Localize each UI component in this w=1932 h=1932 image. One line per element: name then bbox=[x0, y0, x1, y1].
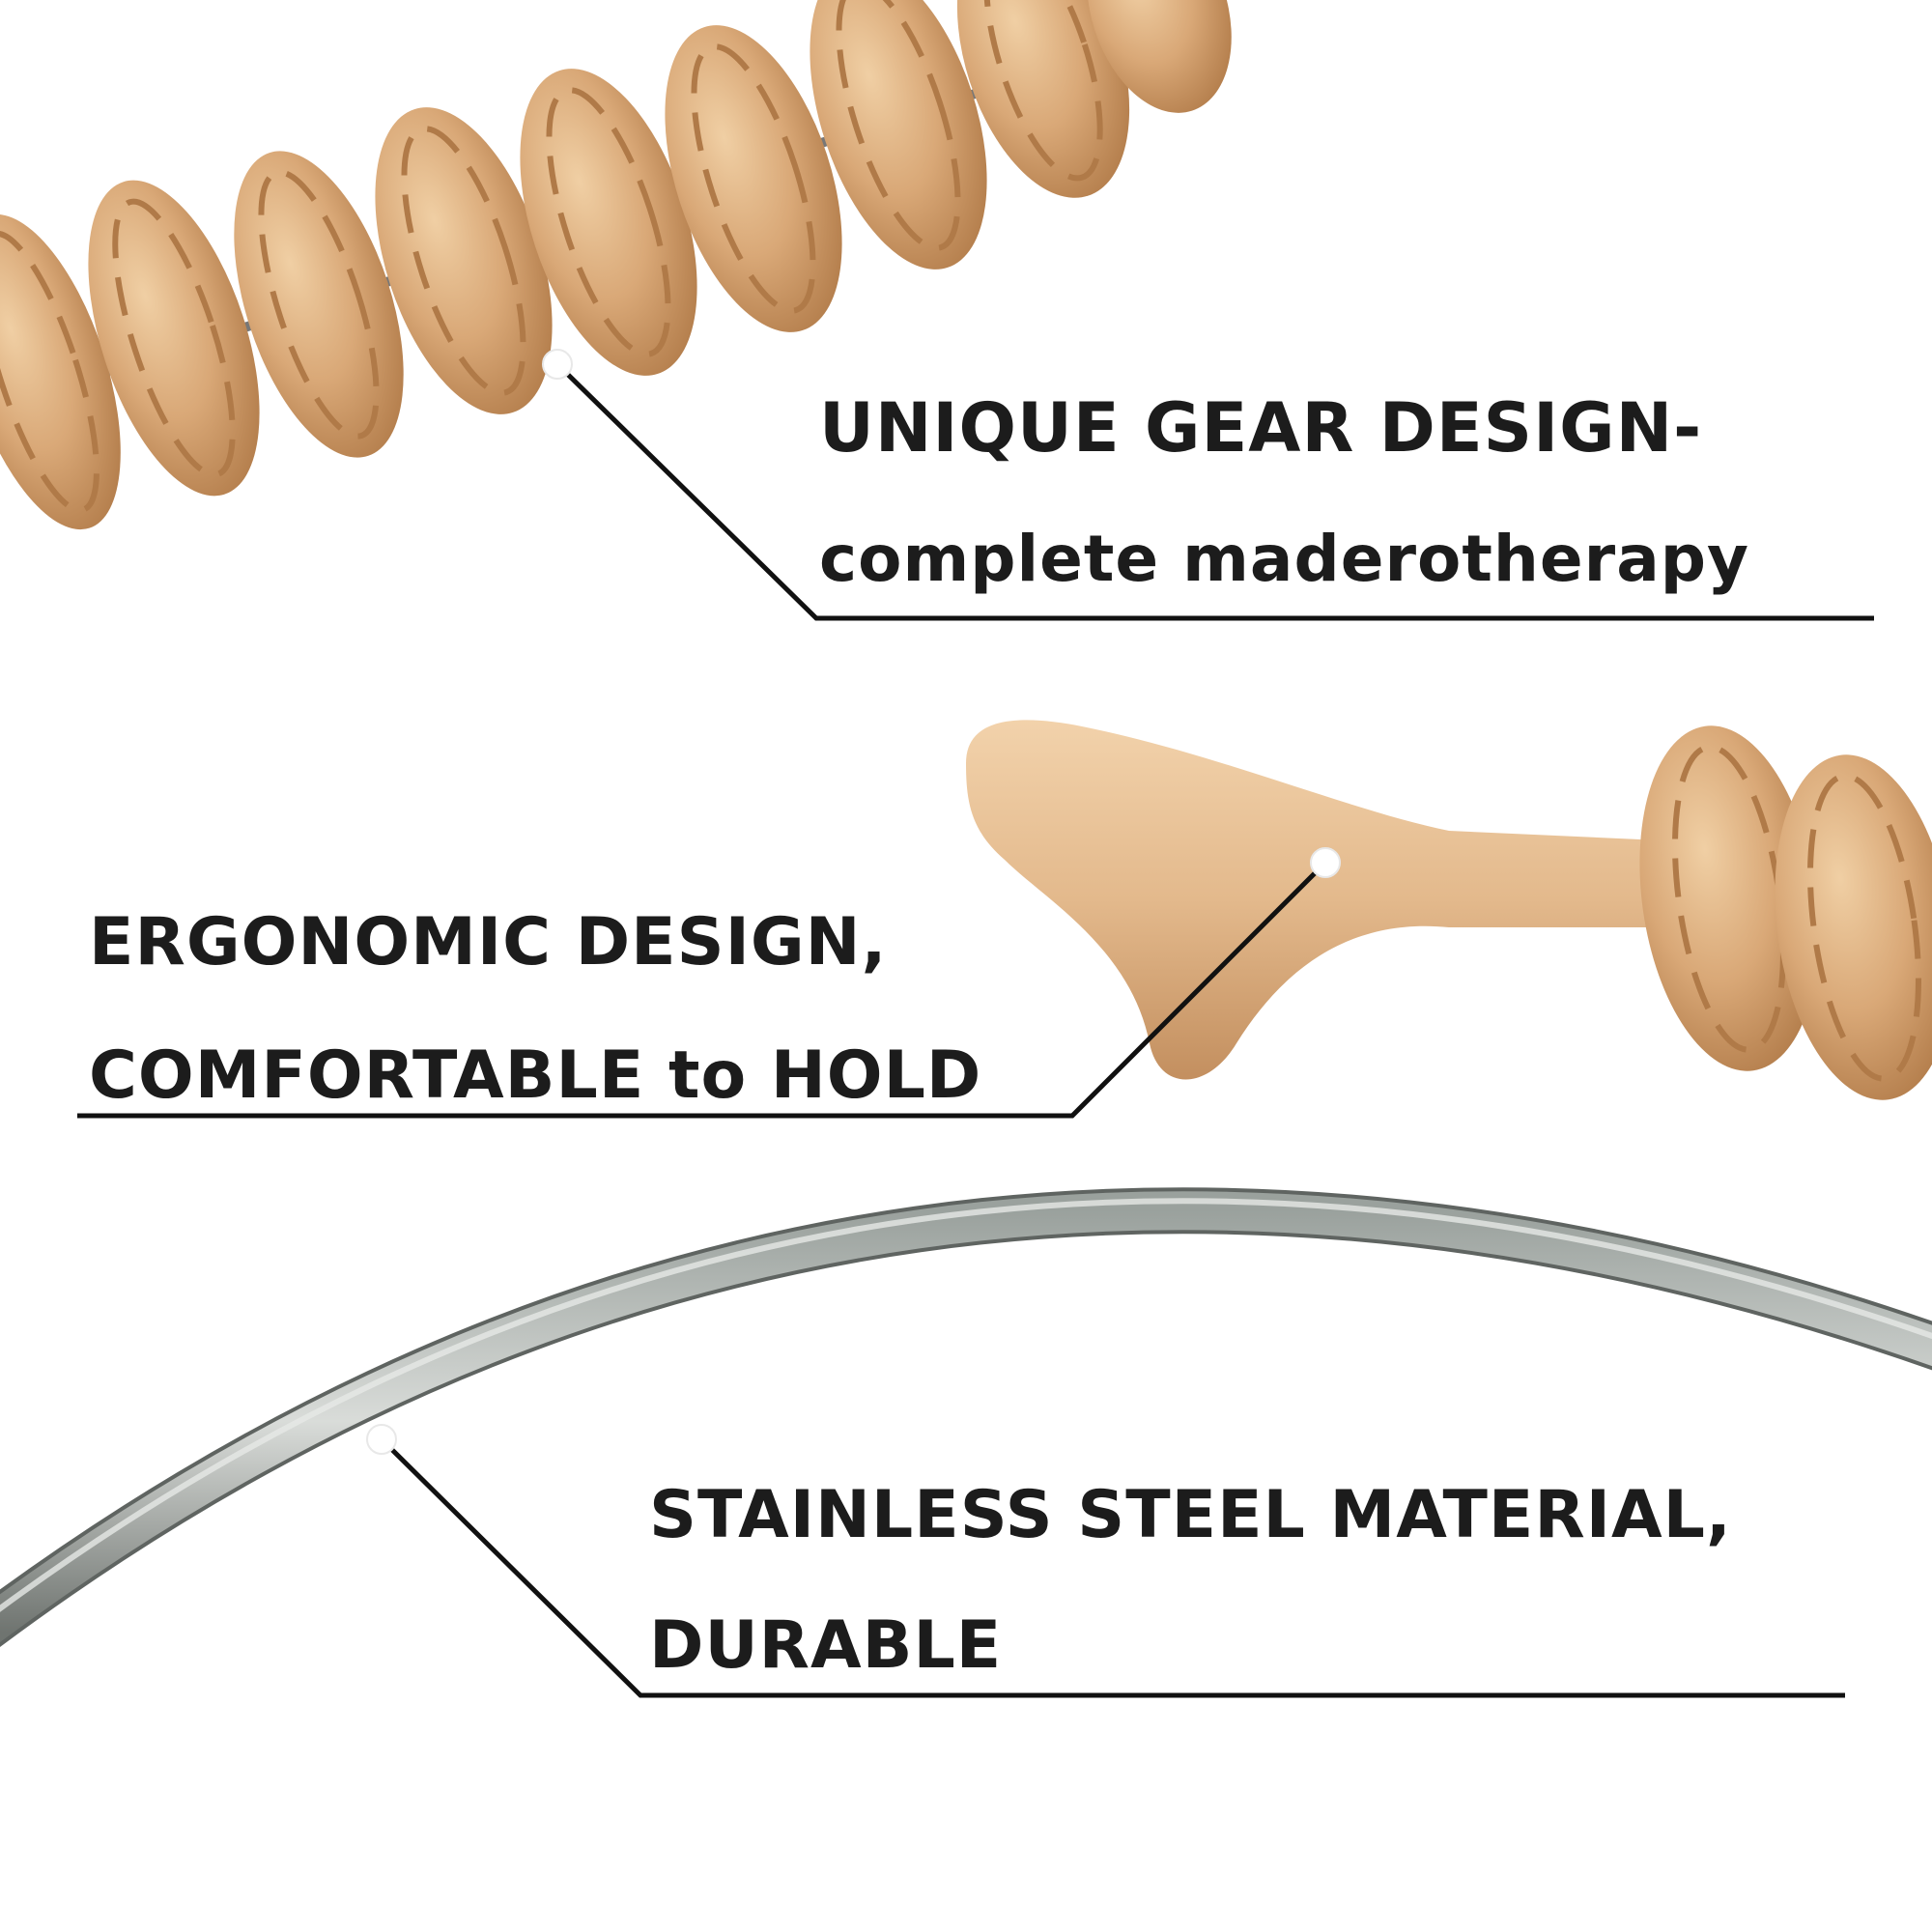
gear-bead bbox=[375, 107, 553, 414]
steel-marker-dot bbox=[366, 1424, 397, 1455]
gear-callout-title: UNIQUE GEAR DESIGN- bbox=[819, 388, 1703, 468]
gear-bead bbox=[810, 0, 987, 270]
gear-callout-leader bbox=[542, 349, 1874, 621]
steel-callout-title: STAINLESS STEEL MATERIAL, bbox=[649, 1477, 1732, 1553]
gear-bead bbox=[520, 69, 697, 376]
steel-callout-leader bbox=[366, 1424, 1845, 1698]
handle-callout-title: ERGONOMIC DESIGN, bbox=[89, 904, 888, 980]
wooden-handle bbox=[966, 720, 1932, 1100]
gear-bead bbox=[88, 180, 260, 497]
handle-callout-leader bbox=[77, 847, 1341, 1119]
gear-callout-subtitle: complete maderotherapy bbox=[819, 522, 1750, 596]
gear-marker-dot bbox=[542, 349, 573, 380]
gear-bead bbox=[1087, 0, 1232, 113]
handle-callout-subtitle: COMFORTABLE to HOLD bbox=[89, 1037, 982, 1114]
handle-marker-dot bbox=[1310, 847, 1341, 878]
steel-callout-subtitle: DURABLE bbox=[649, 1607, 1003, 1684]
gear-bead bbox=[665, 25, 842, 332]
gear-bead bbox=[956, 0, 1130, 198]
wooden-gear-roller bbox=[0, 0, 1232, 530]
gear-bead bbox=[1775, 754, 1932, 1100]
steel-rod bbox=[0, 1187, 1932, 1648]
gear-bead bbox=[234, 151, 404, 458]
gear-bead bbox=[0, 213, 121, 530]
